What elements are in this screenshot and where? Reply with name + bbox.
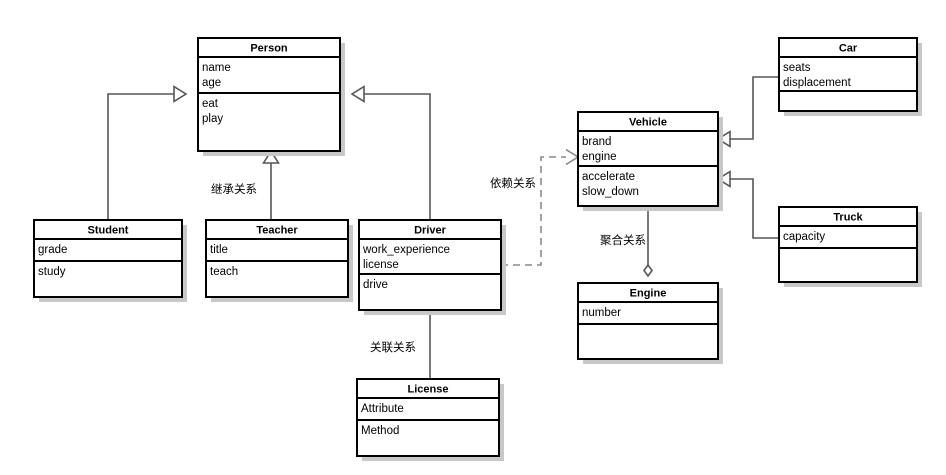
class-attribute: engine [582,151,617,163]
aggregation-diamond [643,263,653,278]
relation-generalization-driver-person[interactable] [350,85,431,220]
class-box-vehicle[interactable]: Vehicle brand engine accelerate slow_down [577,111,723,211]
class-box-person[interactable]: Person name age eat play [197,37,345,156]
class-attribute: seats [783,62,811,74]
class-attribute: Attribute [361,403,404,415]
relation-aggregation-vehicle-engine[interactable] [643,206,653,278]
class-method: study [38,266,66,278]
relation-dependency-driver-vehicle[interactable] [501,148,580,266]
class-attribute: capacity [783,231,825,243]
generalization-arrowhead [262,149,280,164]
class-name: Student [88,224,129,236]
class-name: Car [839,42,858,54]
class-name: Truck [833,211,863,223]
annotation-association-label: 关联关系 [370,340,416,354]
class-attribute: displacement [783,77,852,89]
generalization-arrowhead [350,85,365,103]
class-box-engine[interactable]: Engine number [577,282,723,364]
class-name: Driver [414,224,447,236]
class-method: teach [210,266,238,278]
class-attribute: grade [38,244,67,256]
class-method: slow_down [582,186,639,198]
relation-line [352,93,431,220]
class-box-body [577,282,719,360]
dependency-arrowhead [565,148,580,166]
generalization-arrowhead [716,130,731,148]
relation-generalization-car-vehicle[interactable] [716,76,779,148]
class-box-car[interactable]: Car seats displacement [778,37,922,116]
class-box-teacher[interactable]: Teacher title teach [205,219,353,302]
class-box-body [577,111,719,207]
class-attribute: title [210,244,228,256]
annotation-inheritance-label: 继承关系 [211,182,257,196]
class-box-body [358,219,502,311]
class-box-student[interactable]: Student grade study [33,219,187,302]
class-attribute: name [202,62,231,74]
class-name: Vehicle [629,116,667,128]
class-box-body [778,37,918,112]
class-method: eat [202,98,219,110]
class-name: License [408,383,449,395]
generalization-arrowhead [173,85,188,103]
class-method: accelerate [582,171,635,183]
class-box-truck[interactable]: Truck capacity [778,206,922,287]
class-attribute: work_experience [362,244,450,256]
class-box-body [33,219,183,298]
relation-line [730,178,779,239]
relation-generalization-teacher-person[interactable] [262,149,280,220]
relation-generalization-truck-vehicle[interactable] [716,170,779,239]
class-method: Method [361,425,399,437]
class-box-body [778,206,918,283]
relations-layer [107,76,779,379]
generalization-arrowhead [716,170,731,188]
class-attribute: age [202,77,221,89]
relation-line [107,93,186,220]
class-box-body [356,378,500,457]
class-method: drive [363,279,388,291]
annotation-aggregation-label: 聚合关系 [600,233,646,247]
class-method: play [202,113,223,125]
relation-generalization-student-person[interactable] [107,85,188,220]
class-box-body [205,219,349,298]
class-name: Person [250,42,288,54]
annotation-dependency-label: 依赖关系 [490,176,536,190]
class-attribute: brand [582,136,611,148]
relation-line [730,76,779,140]
class-attribute: license [363,259,399,271]
class-attribute: number [582,307,621,319]
class-name: Teacher [256,224,298,236]
relation-line [501,156,566,266]
class-box-body [197,37,341,152]
class-name: Engine [630,287,667,299]
